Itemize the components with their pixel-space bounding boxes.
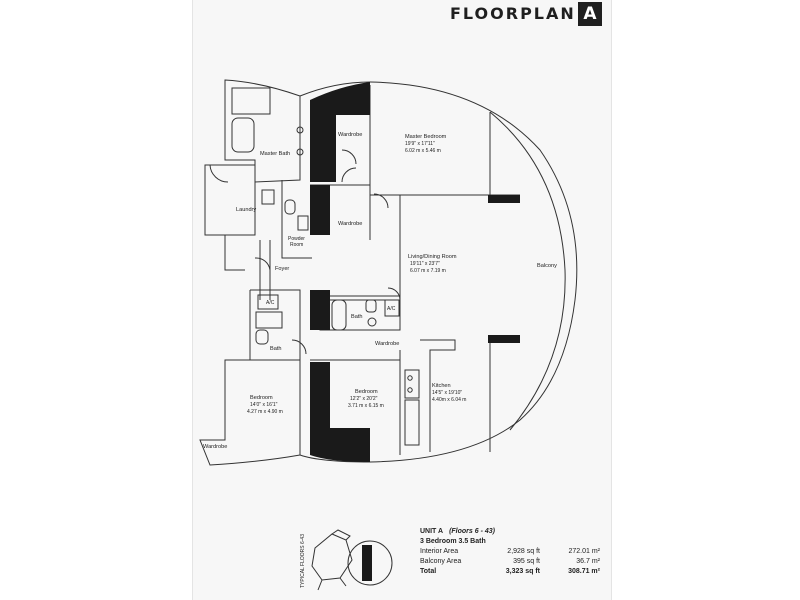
balcony-label: Balcony — [537, 263, 557, 269]
area-label: Balcony Area — [420, 558, 462, 565]
ac-unit-2 — [384, 299, 400, 317]
area-sqft: 2,928 sq ft — [507, 548, 540, 555]
bedroom-left-label: Bedroom — [250, 395, 273, 401]
sink-1 — [296, 126, 304, 134]
foyer-label: Foyer — [275, 266, 289, 272]
column-2 — [488, 335, 520, 343]
bedroom-center-imperial: 12'2" x 20'2" — [350, 396, 378, 402]
laundry-machine — [261, 189, 275, 205]
kitchen-metric: 4.40m x 6.04 m — [432, 397, 466, 403]
master-bedroom-label: Master Bedroom — [405, 134, 447, 140]
bedroom-center-metric: 3.71 m x 6.15 m — [348, 403, 384, 409]
master-bath-label: Master Bath — [260, 151, 290, 157]
area-row-total: Total 3,323 sq ft 308.71 m² — [420, 568, 600, 578]
unit-name: UNIT A — [420, 528, 444, 535]
bedroom-center-label: Bedroom — [355, 389, 378, 395]
powder-room-label-2: Room — [290, 242, 303, 248]
structural-wall-mid2 — [310, 290, 330, 330]
key-plan-circle — [347, 540, 393, 586]
top-left-wing — [224, 79, 301, 183]
bottom-left-bath — [249, 289, 301, 360]
sink-powder — [297, 215, 309, 231]
interior-walls — [310, 85, 520, 455]
kitchen-imperial: 14'5" x 19'10" — [432, 390, 462, 396]
living-room-metric: 6.07 m x 7.19 m — [410, 268, 446, 274]
bathtub — [231, 117, 255, 153]
sink-2 — [296, 148, 304, 156]
wardrobe-label-mid: Wardrobe — [338, 221, 362, 227]
wc-3 — [365, 299, 377, 313]
area-m2: 308.71 m² — [568, 568, 600, 575]
area-label: Total — [420, 568, 437, 575]
key-plan-label: TYPICAL FLOORS 6-43 — [300, 534, 306, 588]
floorplan-letter-badge: A — [578, 2, 602, 26]
wc-2 — [255, 329, 269, 345]
area-sqft: 3,323 sq ft — [505, 568, 540, 575]
key-plan-balcony — [362, 545, 372, 581]
ac-label-left: A/C — [266, 300, 275, 306]
unit-title: UNIT A (Floors 6 - 43) — [420, 528, 600, 538]
left-wing-walls — [224, 180, 312, 271]
unit-outer-curve — [299, 81, 578, 463]
powder-room-label-1: Powder — [288, 236, 305, 242]
area-label: Interior Area — [420, 548, 459, 555]
area-m2: 272.01 m² — [568, 548, 600, 555]
key-plan-building — [311, 533, 353, 581]
living-room-imperial: 19'11" x 23'7" — [410, 261, 440, 267]
structural-wall-top — [310, 82, 370, 182]
master-bedroom-imperial: 19'9" x 17'11" — [405, 141, 435, 147]
ac-label-right: A/C — [387, 306, 396, 312]
balcony-curve — [489, 111, 566, 431]
bottom-left-wing — [199, 359, 301, 466]
shower — [231, 87, 271, 115]
bath-label-left: Bath — [270, 346, 282, 352]
wc-1 — [284, 199, 296, 215]
bathtub-2 — [331, 299, 347, 331]
living-room-label: Living/Dining Room — [408, 254, 457, 260]
range — [404, 369, 420, 399]
bedroom-left-imperial: 14'0" x 16'1" — [250, 402, 278, 408]
left-foyer-wall — [259, 240, 271, 300]
structural-wall-bottom — [310, 362, 370, 462]
unit-floors: (Floors 6 - 43) — [449, 528, 495, 535]
sink-3 — [367, 317, 377, 327]
floorplan-title: FLOORPLAN — [450, 4, 576, 23]
ac-unit-1 — [257, 294, 279, 310]
wardrobe-label-top: Wardrobe — [338, 132, 362, 138]
area-sqft: 395 sq ft — [513, 558, 540, 565]
wardrobe-label-left: Wardrobe — [203, 444, 227, 450]
structural-wall-mid — [310, 185, 330, 235]
floorplan-sheet — [192, 0, 612, 600]
column-1 — [488, 195, 520, 203]
bedroom-left-metric: 4.27 m x 4.90 m — [247, 409, 283, 415]
unit-summary: UNIT A (Floors 6 - 43) 3 Bedroom 3.5 Bath… — [420, 528, 600, 578]
laundry-outline — [204, 164, 256, 236]
kitchen-label: Kitchen — [432, 383, 451, 389]
shower-2 — [255, 311, 283, 329]
wardrobe-label-bottom: Wardrobe — [375, 341, 399, 347]
master-bedroom-metric: 6.02 m x 5.46 m — [405, 148, 441, 154]
door-swings — [209, 149, 401, 355]
laundry-label: Laundry — [236, 207, 256, 213]
area-row-balcony: Balcony Area 395 sq ft 36.7 m² — [420, 558, 600, 568]
unit-subtitle: 3 Bedroom 3.5 Bath — [420, 538, 486, 545]
area-row-interior: Interior Area 2,928 sq ft 272.01 m² — [420, 548, 600, 558]
area-m2: 36.7 m² — [576, 558, 600, 565]
bath-label-center: Bath — [351, 314, 363, 320]
counter — [404, 399, 420, 446]
